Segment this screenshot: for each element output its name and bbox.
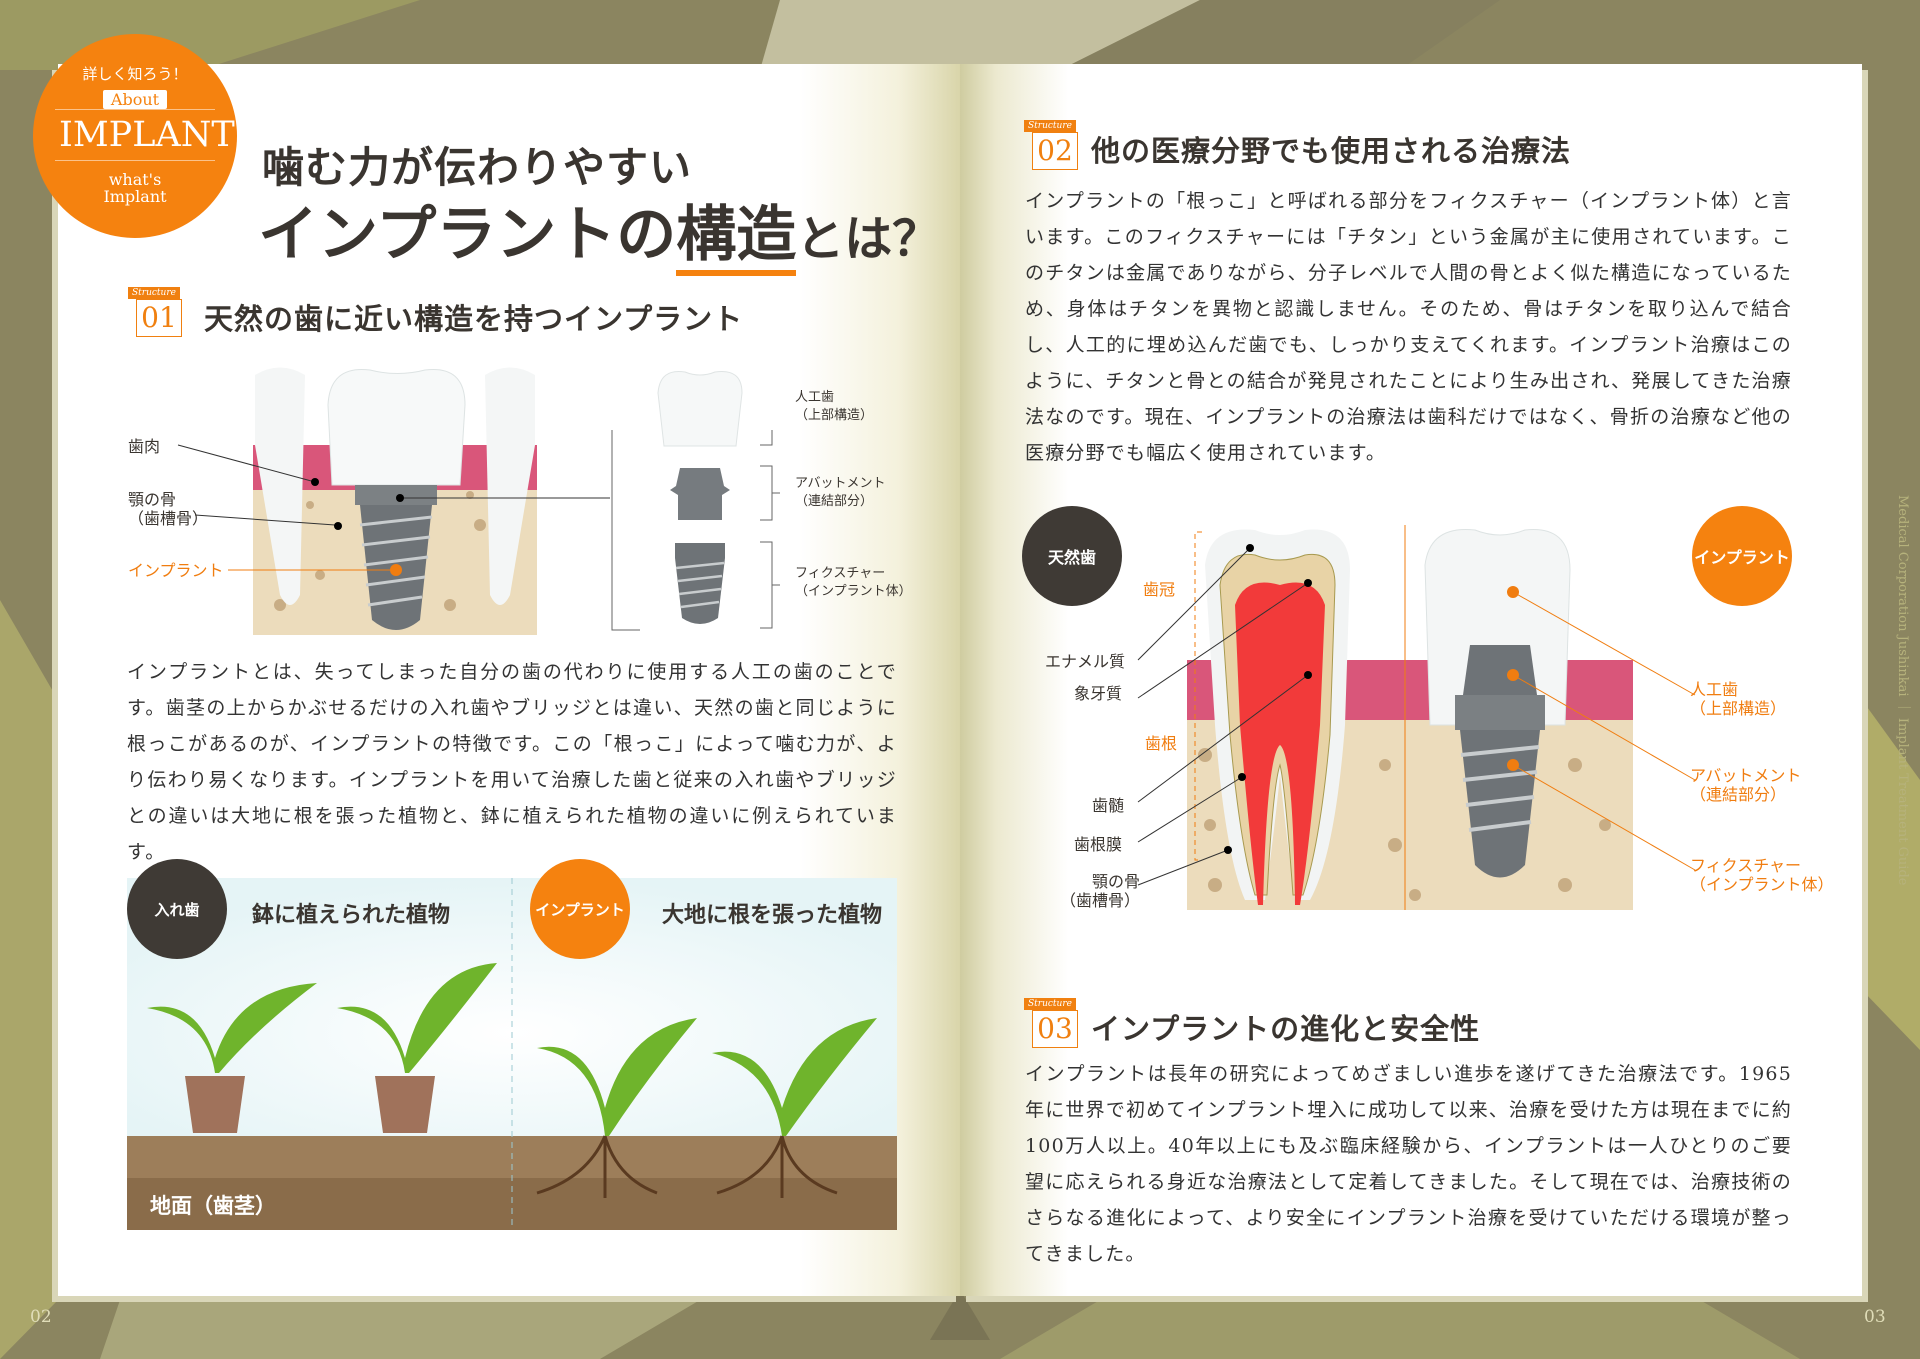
badge-title: IMPLANT bbox=[55, 109, 235, 161]
part-name: 人工歯 bbox=[795, 390, 835, 405]
label-enamel: エナメル質 bbox=[1045, 652, 1126, 671]
section-02-heading: 他の医療分野でも使用される治療法 bbox=[1091, 134, 1572, 168]
badge-sub1: what's bbox=[108, 170, 162, 189]
part-name: アバットメント bbox=[795, 476, 886, 491]
part-fixture-label: フィクスチャー （インプラント体） bbox=[795, 565, 912, 601]
badge-about: About bbox=[102, 90, 168, 109]
label-crown: 歯冠 bbox=[1143, 580, 1176, 599]
label-jawbone-name: 顎の骨 bbox=[128, 490, 177, 509]
label-ligament: 歯根膜 bbox=[1074, 835, 1123, 854]
title-highlight: 構造 bbox=[676, 200, 797, 276]
label-jawbone-right: 顎の骨（歯槽骨） bbox=[1060, 872, 1140, 910]
section-02-body: インプラントの「根っこ」と呼ばれる部分をフィクスチャー（インプラント体）と言いま… bbox=[1025, 190, 1792, 464]
implant-abutment-label: アバットメント（連結部分） bbox=[1690, 766, 1801, 804]
part-sub: （連結部分） bbox=[795, 494, 874, 509]
page-title-line2: インプラントの構造とは？ bbox=[258, 186, 941, 276]
natural-tooth-badge: 天然歯 bbox=[1022, 506, 1122, 606]
section-03-body: インプラントは長年の研究によってめざましい進歩を遂げてきた治療法です。1965年… bbox=[1025, 1063, 1792, 1265]
potted-plants bbox=[147, 963, 497, 1133]
plant-comparison-illustration bbox=[127, 878, 897, 1230]
label-sub: （連結部分） bbox=[1690, 785, 1787, 804]
section-number: 01 bbox=[136, 299, 182, 337]
implant-fixture-label: フィクスチャー（インプラント体） bbox=[1690, 856, 1834, 894]
implant-parts-illustration bbox=[657, 370, 743, 624]
ground-label: 地面（歯茎） bbox=[150, 1193, 276, 1218]
leader-lines bbox=[177, 430, 780, 631]
badge-tag: Structure bbox=[1024, 120, 1076, 132]
label-sub: （上部構造） bbox=[1690, 699, 1787, 718]
section-01-heading: 天然の歯に近い構造を持つインプラント bbox=[204, 302, 744, 336]
ground-plants bbox=[536, 1135, 838, 1198]
label-name: 顎の骨 bbox=[1092, 872, 1141, 891]
title-part-c: とは？ bbox=[796, 211, 941, 267]
badge-tag: Structure bbox=[1024, 998, 1076, 1010]
about-implant-badge: 詳しく知ろう！ About IMPLANT what's Implant bbox=[33, 34, 237, 238]
part-crown-label: 人工歯 （上部構造） bbox=[795, 389, 873, 425]
label-name: フィクスチャー bbox=[1690, 856, 1802, 875]
label-dentin: 象牙質 bbox=[1074, 684, 1123, 703]
part-abutment-label: アバットメント （連結部分） bbox=[795, 475, 885, 511]
label-sub: （インプラント体） bbox=[1690, 875, 1834, 894]
label-name: 人工歯 bbox=[1690, 680, 1739, 699]
ground-plant-title: 大地に根を張った植物 bbox=[662, 902, 883, 928]
label-jawbone: 顎の骨（歯槽骨） bbox=[128, 490, 208, 528]
label-root: 歯根 bbox=[1145, 734, 1178, 753]
part-sub: （インプラント体） bbox=[795, 584, 912, 599]
label-implant: インプラント bbox=[128, 561, 224, 580]
implant-badge: インプラント bbox=[530, 859, 630, 959]
side-text: Medical Corporation Jushinkai ｜ Implant … bbox=[1895, 495, 1910, 886]
badge-sub2: Implant bbox=[103, 187, 167, 206]
diagram-leader-lines bbox=[1137, 531, 1696, 886]
section-number: 02 bbox=[1032, 132, 1078, 170]
part-sub: （上部構造） bbox=[795, 408, 874, 423]
section-03-heading: インプラントの進化と安全性 bbox=[1091, 1012, 1481, 1046]
label-jawbone-sub: （歯槽骨） bbox=[128, 509, 209, 528]
label-gum: 歯肉 bbox=[128, 437, 161, 456]
dentures-badge: 入れ歯 bbox=[127, 859, 227, 959]
section-number: 03 bbox=[1032, 1010, 1078, 1048]
implant-cross-section-illustration bbox=[253, 367, 537, 635]
implant-tooth-badge: インプラント bbox=[1692, 506, 1792, 606]
section-01-body: インプラントとは、失ってしまった自分の歯の代わりに使用する人工の歯のことです。歯… bbox=[127, 661, 897, 863]
page-number-left: 02 bbox=[30, 1307, 52, 1327]
part-name: フィクスチャー bbox=[795, 566, 886, 581]
implant-crown-label: 人工歯（上部構造） bbox=[1690, 680, 1786, 718]
label-name: アバットメント bbox=[1690, 766, 1802, 785]
label-pulp: 歯髄 bbox=[1092, 796, 1125, 815]
badge-tag: Structure bbox=[128, 287, 180, 299]
badge-kicker: 詳しく知ろう！ bbox=[82, 65, 188, 83]
label-sub: （歯槽骨） bbox=[1060, 891, 1141, 910]
page-number-right: 03 bbox=[1864, 1307, 1886, 1327]
potted-plant-title: 鉢に植えられた植物 bbox=[252, 902, 451, 928]
title-part-a: インプラントの bbox=[258, 200, 677, 270]
page-title-line1: 噛む力が伝わりやすい bbox=[262, 143, 693, 192]
